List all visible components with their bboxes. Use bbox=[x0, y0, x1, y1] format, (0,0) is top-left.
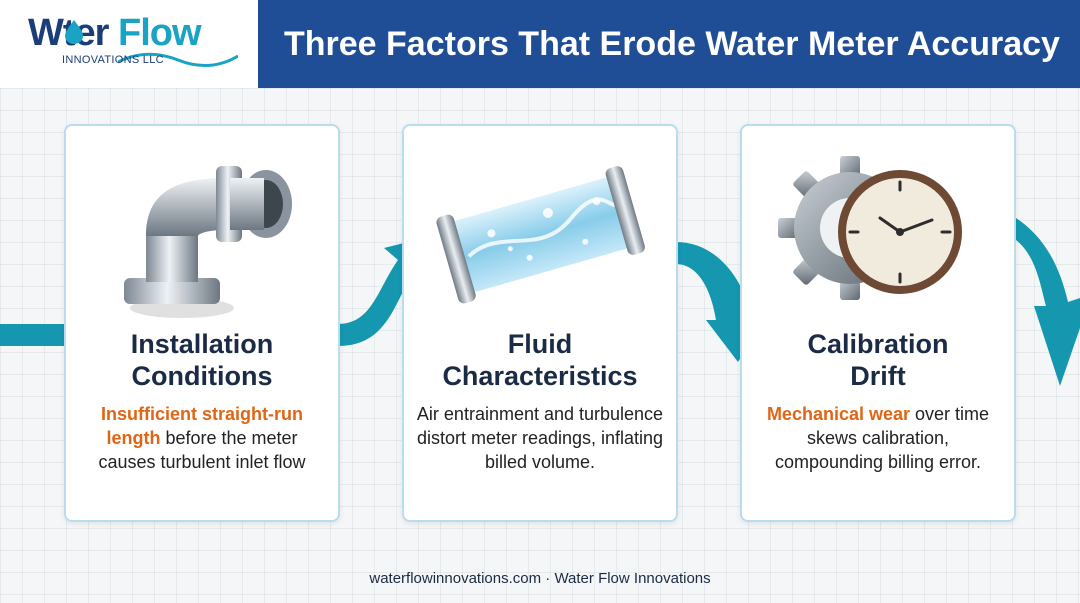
card-description: Insufficient straight-run length before … bbox=[76, 402, 328, 474]
logo-subtitle: INNOVATIONS LLC bbox=[62, 54, 164, 66]
card-description: Mechanical wear over time skews calibrat… bbox=[752, 402, 1004, 474]
pipe-elbow-icon bbox=[124, 166, 292, 318]
logo: Wter Flow INNOVATIONS LLC bbox=[0, 0, 258, 88]
card-title: Installation Conditions bbox=[66, 328, 338, 392]
water-drop-icon bbox=[65, 20, 83, 44]
card-body-text: before the meter causes turbulent inlet … bbox=[98, 428, 306, 472]
page-title: Three Factors That Erode Water Meter Acc… bbox=[284, 24, 1060, 63]
glass-pipe-bubbles-icon bbox=[436, 166, 645, 304]
card-title-line: Drift bbox=[850, 361, 906, 391]
card-title-line: Installation bbox=[130, 329, 274, 359]
card-title-line: Conditions bbox=[131, 361, 273, 391]
card-title-line: Fluid bbox=[507, 329, 573, 359]
flow-entry-segment bbox=[0, 324, 70, 346]
card-highlight-text: Insufficient straight-run length bbox=[101, 404, 303, 448]
card-title: Fluid Characteristics bbox=[404, 328, 676, 392]
card-body-text: Air entrainment and turbulence distort m… bbox=[416, 404, 664, 472]
logo-wave-icon bbox=[118, 52, 238, 68]
card-highlight-text: Mechanical wear bbox=[766, 404, 911, 424]
card-body-text: over time skews calibration, compounding… bbox=[774, 404, 990, 472]
card-title-line: Characteristics bbox=[442, 361, 638, 391]
factor-card-fluid: Fluid Characteristics Air entrainment an… bbox=[402, 124, 678, 522]
factor-card-installation: Installation Conditions Insufficient str… bbox=[64, 124, 340, 522]
flow-exit-arrow bbox=[1016, 218, 1080, 386]
card-description: Air entrainment and turbulence distort m… bbox=[414, 402, 666, 474]
logo-word-flow: Flow bbox=[118, 12, 202, 54]
logo-title: Wter Flow bbox=[28, 12, 202, 55]
card-title-line: Calibration bbox=[807, 329, 949, 359]
factor-card-calibration: Calibration Drift Mechanical wear over t… bbox=[740, 124, 1016, 522]
header: Wter Flow INNOVATIONS LLC Three Factors … bbox=[0, 0, 1080, 88]
footer-text: waterflowinnovations.com · Water Flow In… bbox=[369, 570, 711, 587]
title-bar: Three Factors That Erode Water Meter Acc… bbox=[258, 0, 1080, 88]
gear-clock-icon bbox=[778, 156, 962, 300]
card-title: Calibration Drift bbox=[742, 328, 1014, 392]
